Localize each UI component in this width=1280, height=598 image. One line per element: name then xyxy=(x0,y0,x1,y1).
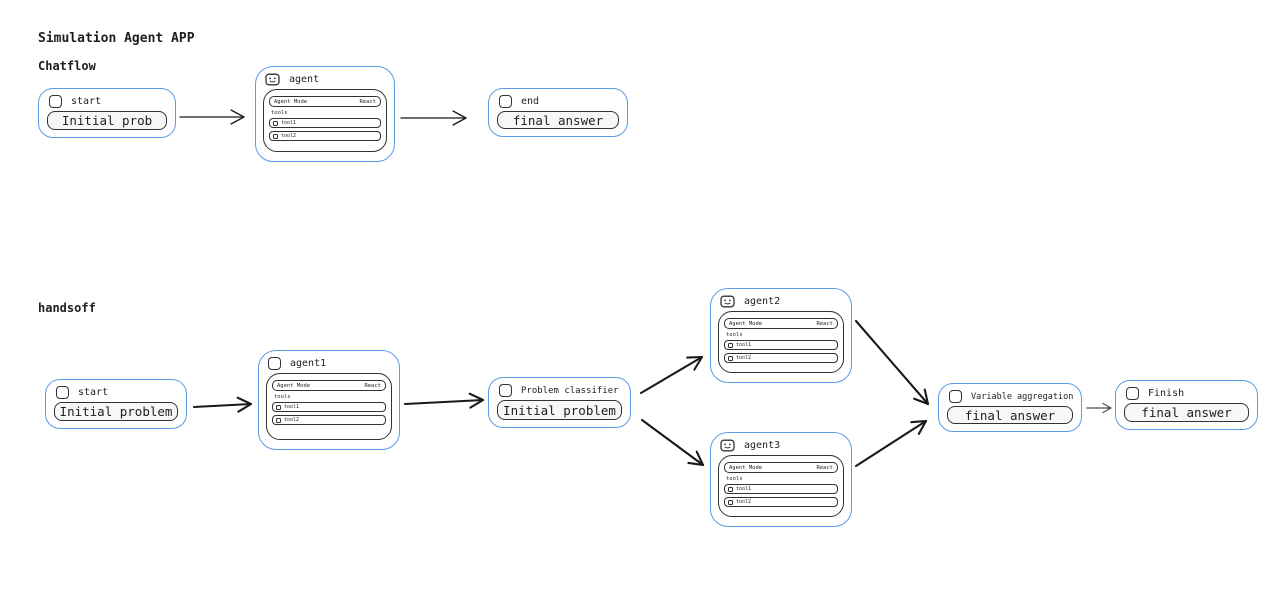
rounded-square-icon xyxy=(949,390,962,403)
arrow-agent3-to-aggregation[interactable] xyxy=(854,419,928,468)
agent-mode-bar[interactable]: Agent Mode React xyxy=(724,318,838,329)
tool-row[interactable]: tool1 xyxy=(272,402,386,412)
robot-face-icon xyxy=(720,295,735,308)
tool-row[interactable]: tool2 xyxy=(272,415,386,425)
node-label: start xyxy=(71,96,102,107)
agent-mode-value: React xyxy=(359,98,376,105)
node-handsoff-agent3[interactable]: agent3 Agent Mode React tools tool1 tool… xyxy=(710,432,852,527)
arrow-handsoff-start-to-agent1[interactable] xyxy=(192,396,253,413)
tool-square-icon xyxy=(276,417,281,423)
node-chatflow-start[interactable]: start Initial prob xyxy=(38,88,176,138)
rounded-square-icon xyxy=(499,95,512,108)
tool-row[interactable]: tool2 xyxy=(724,353,838,363)
agent-mode-bar[interactable]: Agent Mode React xyxy=(724,462,838,473)
tool-label: tool1 xyxy=(284,404,300,410)
node-chatflow-agent[interactable]: agent Agent Mode React tools tool1 tool2 xyxy=(255,66,395,162)
node-value-field[interactable]: Initial prob xyxy=(47,111,167,130)
agent-mode-label: Agent Mode xyxy=(729,464,763,471)
tool-square-icon xyxy=(728,486,733,492)
agent-config-panel: Agent Mode React tools tool1 tool2 xyxy=(263,89,387,152)
agent-config-panel: Agent Mode React tools tool1 tool2 xyxy=(718,455,844,517)
arrow-chatflow-agent-to-end[interactable] xyxy=(400,110,467,126)
node-chatflow-end[interactable]: end final answer xyxy=(488,88,628,137)
tools-label: tools xyxy=(274,394,291,400)
node-label: Variable aggregation xyxy=(971,391,1074,402)
node-label: agent1 xyxy=(290,358,327,369)
agent-mode-bar[interactable]: Agent Mode React xyxy=(269,96,381,107)
rounded-square-icon xyxy=(268,357,281,370)
tool-label: tool1 xyxy=(281,120,297,126)
node-value-field[interactable]: final answer xyxy=(1124,403,1249,422)
node-label: end xyxy=(521,96,540,107)
node-handsoff-start[interactable]: start Initial problem xyxy=(45,379,187,429)
arrow-classifier-to-agent3[interactable] xyxy=(640,418,705,467)
node-value-field[interactable]: Initial problem xyxy=(497,400,622,420)
tool-square-icon xyxy=(273,120,278,126)
robot-face-icon xyxy=(720,439,735,452)
node-label: agent2 xyxy=(744,296,781,307)
node-label: Finish xyxy=(1148,388,1185,399)
arrow-chatflow-start-to-agent[interactable] xyxy=(179,109,245,125)
node-value-field[interactable]: Initial problem xyxy=(54,402,178,421)
arrow-agent1-to-classifier[interactable] xyxy=(403,392,485,409)
agent-config-panel: Agent Mode React tools tool1 tool2 xyxy=(718,311,844,373)
agent-mode-label: Agent Mode xyxy=(274,98,308,105)
tools-label: tools xyxy=(726,332,743,338)
node-label: Problem classifier xyxy=(521,385,619,396)
flow-title-handsoff: handsoff xyxy=(38,301,96,315)
agent-mode-value: React xyxy=(364,382,381,389)
node-handsoff-finish[interactable]: Finish final answer xyxy=(1115,380,1258,430)
tool-label: tool2 xyxy=(284,417,300,423)
rounded-square-icon xyxy=(49,95,62,108)
page-title: Simulation Agent APP xyxy=(38,31,195,46)
agent-mode-bar[interactable]: Agent Mode React xyxy=(272,380,386,391)
node-handsoff-agent1[interactable]: agent1 Agent Mode React tools tool1 tool… xyxy=(258,350,400,450)
node-label: start xyxy=(78,387,109,398)
tool-row[interactable]: tool1 xyxy=(724,484,838,494)
tool-square-icon xyxy=(728,342,733,348)
tool-row[interactable]: tool1 xyxy=(724,340,838,350)
node-value-field[interactable]: final answer xyxy=(947,406,1073,424)
robot-face-icon xyxy=(265,73,280,86)
tool-label: tool2 xyxy=(736,355,752,361)
node-value-field[interactable]: final answer xyxy=(497,111,619,129)
flow-title-chatflow: Chatflow xyxy=(38,59,96,73)
rounded-square-icon xyxy=(56,386,69,399)
agent-mode-value: React xyxy=(816,320,833,327)
tool-row[interactable]: tool1 xyxy=(269,118,381,128)
rounded-square-icon xyxy=(1126,387,1139,400)
tool-label: tool1 xyxy=(736,486,752,492)
tool-square-icon xyxy=(728,355,733,361)
tools-label: tools xyxy=(271,110,288,116)
arrow-aggregation-to-finish[interactable] xyxy=(1086,402,1112,414)
node-label: agent3 xyxy=(744,440,781,451)
agent-mode-label: Agent Mode xyxy=(277,382,311,389)
tool-label: tool2 xyxy=(736,499,752,505)
arrow-classifier-to-agent2[interactable] xyxy=(639,355,704,395)
tool-square-icon xyxy=(728,499,733,505)
rounded-square-icon xyxy=(499,384,512,397)
node-handsoff-classifier[interactable]: Problem classifier Initial problem xyxy=(488,377,631,428)
tool-label: tool2 xyxy=(281,133,297,139)
tools-label: tools xyxy=(726,476,743,482)
tool-row[interactable]: tool2 xyxy=(269,131,381,141)
tool-row[interactable]: tool2 xyxy=(724,497,838,507)
tool-square-icon xyxy=(276,404,281,410)
agent-mode-value: React xyxy=(816,464,833,471)
tool-label: tool1 xyxy=(736,342,752,348)
arrow-agent2-to-aggregation[interactable] xyxy=(854,319,930,406)
node-handsoff-agent2[interactable]: agent2 Agent Mode React tools tool1 tool… xyxy=(710,288,852,383)
node-label: agent xyxy=(289,74,320,85)
node-handsoff-aggregation[interactable]: Variable aggregation final answer xyxy=(938,383,1082,432)
agent-config-panel: Agent Mode React tools tool1 tool2 xyxy=(266,373,392,440)
tool-square-icon xyxy=(273,133,278,139)
agent-mode-label: Agent Mode xyxy=(729,320,763,327)
